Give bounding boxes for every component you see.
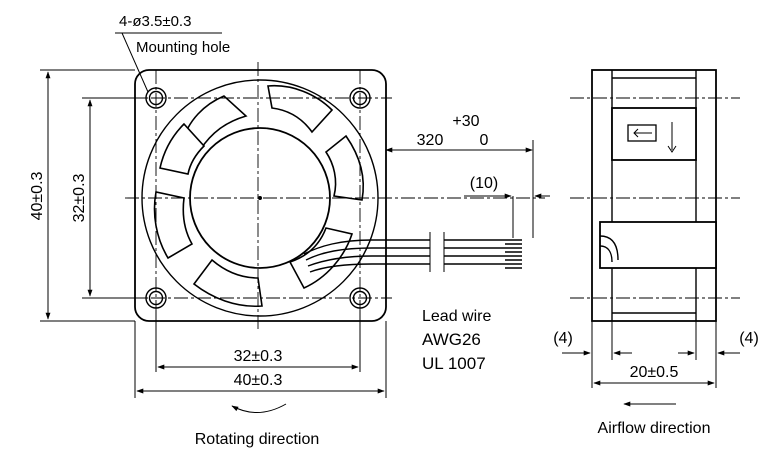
side-right-gap-dimension: (4) (739, 330, 759, 347)
lead-wire-spec: UL 1007 (422, 354, 486, 373)
mount-hole-label: Mounting hole (136, 39, 230, 56)
front-view (125, 62, 545, 330)
lead-length-dimension: 320 (417, 132, 444, 149)
strip-length-dimension: (10) (470, 175, 498, 192)
lead-wire-title: Lead wire (422, 308, 491, 325)
side-view (570, 69, 740, 322)
height-outer-dimension: 40±0.3 (29, 171, 46, 220)
lead-tolerance-upper: +30 (452, 113, 479, 130)
lead-tolerance-lower: 0 (480, 132, 489, 149)
rotating-direction-label: Rotating direction (195, 431, 320, 448)
fan-frame-outline (134, 69, 387, 322)
airflow-direction-label: Airflow direction (598, 420, 711, 437)
width-outer-dimension: 40±0.3 (234, 372, 283, 389)
height-inner-dimension: 32±0.3 (71, 173, 88, 222)
side-wire-exit (599, 221, 717, 269)
side-frame-outline (591, 69, 717, 322)
side-left-gap-dimension: (4) (553, 330, 573, 347)
lead-wires (303, 239, 522, 273)
mount-dimension-label: 4-ø3.5±0.3 (119, 13, 191, 30)
depth-dimension: 20±0.5 (630, 364, 679, 381)
lead-wire-gauge: AWG26 (422, 330, 481, 349)
width-inner-dimension: 32±0.3 (234, 348, 283, 365)
